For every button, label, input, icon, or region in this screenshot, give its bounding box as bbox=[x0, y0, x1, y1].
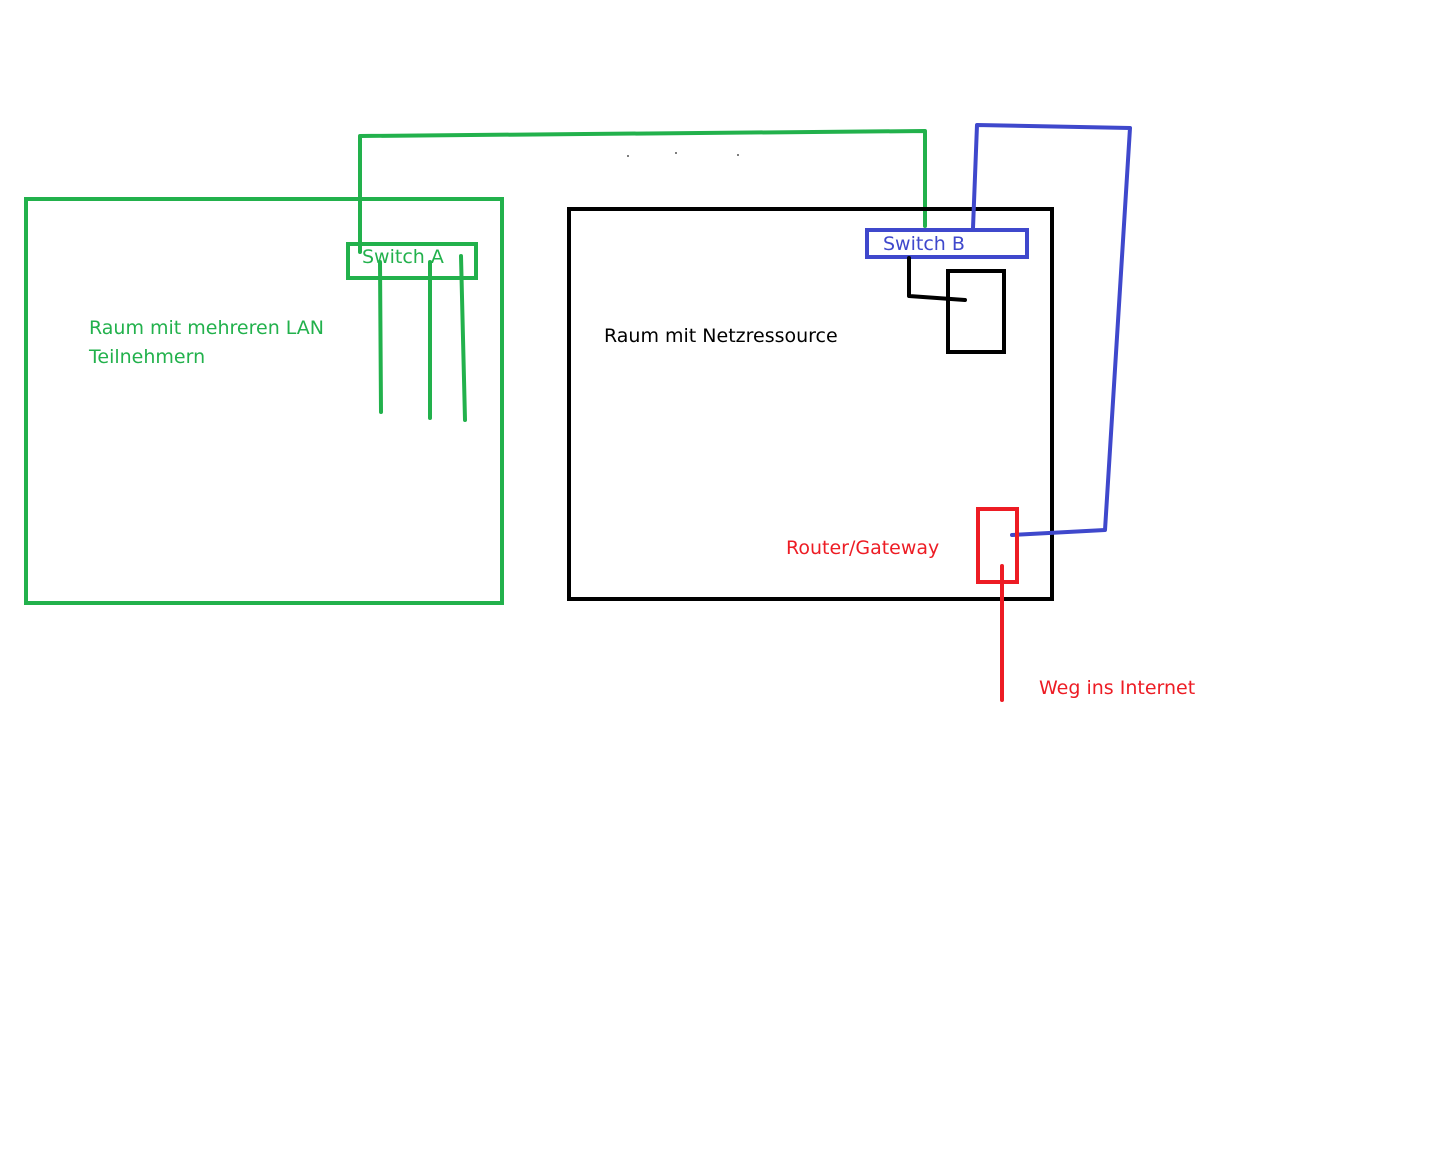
room-left-label-line1: Raum mit mehreren LAN bbox=[89, 317, 324, 339]
switch-a-label: Switch A bbox=[362, 246, 444, 268]
room-right-box bbox=[567, 207, 1054, 601]
router-box bbox=[976, 507, 1019, 584]
stray-dot bbox=[675, 152, 677, 154]
room-left-label-line2: Teilnehmern bbox=[88, 346, 205, 368]
switch-b-label: Switch B bbox=[883, 233, 965, 255]
room-left-box bbox=[24, 197, 504, 605]
uplink-cable-b-to-router bbox=[971, 123, 1132, 537]
network-resource-device bbox=[946, 269, 1006, 354]
stray-dot bbox=[627, 155, 629, 157]
lan-cable-1 bbox=[378, 260, 383, 414]
switch-a-box bbox=[346, 242, 478, 280]
stray-dot bbox=[737, 154, 739, 156]
switch-b-box bbox=[865, 228, 1029, 259]
internet-label: Weg ins Internet bbox=[1039, 677, 1195, 699]
resource-cable bbox=[907, 256, 967, 302]
uplink-cable-a-to-b bbox=[358, 129, 927, 254]
router-label: Router/Gateway bbox=[786, 537, 939, 559]
room-right-label: Raum mit Netzressource bbox=[604, 325, 838, 347]
lan-cable-3 bbox=[459, 254, 467, 422]
